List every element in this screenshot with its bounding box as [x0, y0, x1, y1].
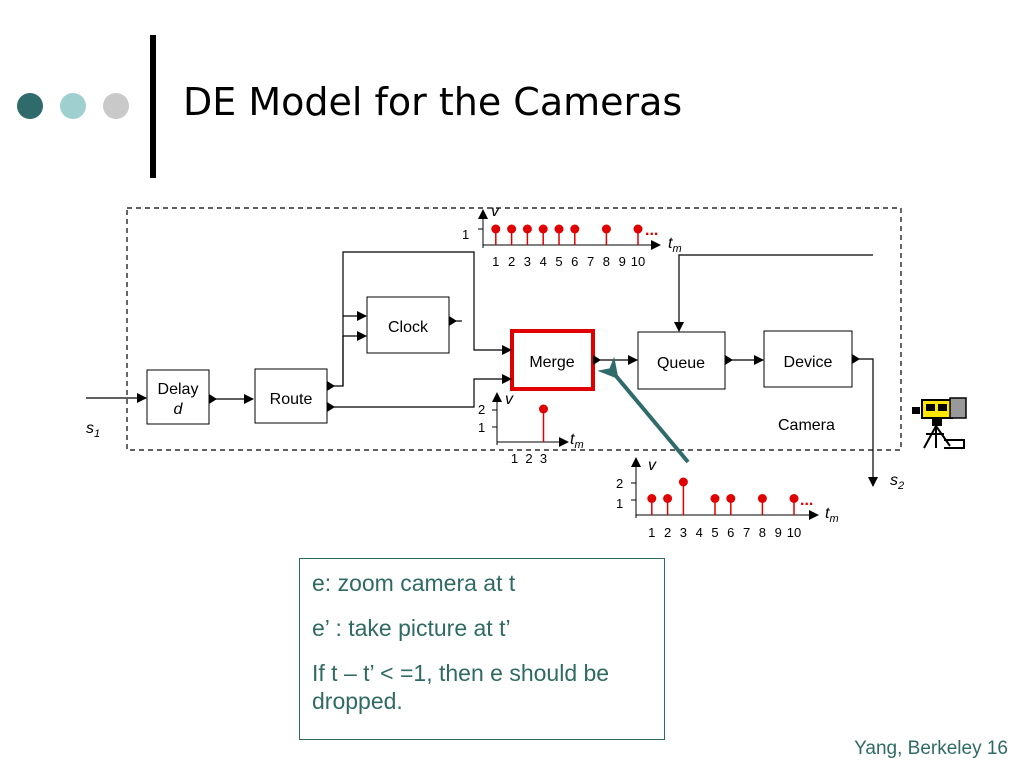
plot_mid-event-point	[539, 404, 548, 414]
merge-pointer-arrow	[597, 356, 690, 464]
annotation-line-2: e’ : take picture at t’	[312, 615, 511, 641]
annotation-line-3: If t – t’ < =1, then e should be dropped…	[312, 660, 610, 714]
plot-mid-t-label: tm	[570, 431, 584, 451]
plot_bottom-x-tick: 2	[664, 525, 671, 540]
plot_top-x-tick: 1	[492, 254, 499, 269]
port-markers	[209, 316, 860, 412]
plot_bottom-event-point	[726, 494, 736, 503]
plot_top-x-tick: 2	[508, 254, 515, 269]
camera-label: Camera	[778, 417, 835, 434]
plot_bottom-x-tick: 6	[727, 525, 734, 540]
plot_top-x-tick: 3	[524, 254, 531, 269]
plot_bottom-event-point	[710, 494, 720, 503]
plot_top-x-tick: 6	[571, 254, 578, 269]
plot-bot-ellipsis: ...	[800, 492, 813, 509]
header-divider	[150, 35, 156, 178]
merge-label: Merge	[529, 354, 574, 371]
plot_top-x-tick: 7	[587, 254, 594, 269]
queue-block: Queue	[637, 331, 726, 390]
plot_top-x-tick: 8	[603, 254, 610, 269]
plot_bottom-x-tick: 8	[759, 525, 766, 540]
device-label: Device	[784, 354, 833, 371]
header-dot-light	[60, 93, 86, 119]
plot_top-x-tick: 5	[555, 254, 562, 269]
delay-param: d	[174, 401, 184, 418]
s2-label: s2	[890, 472, 904, 492]
plot_top-x-tick: 9	[619, 254, 626, 269]
plot_bottom-x-tick: 3	[680, 525, 687, 540]
plot_top-event-point	[491, 224, 501, 234]
device-block: Device	[763, 330, 853, 388]
video-camera-icon	[912, 397, 967, 449]
s1-label: s1	[86, 420, 100, 440]
header-dot-dark	[17, 93, 43, 119]
header-dot-gray	[103, 93, 129, 119]
plot_bottom-event-point	[757, 494, 767, 503]
plot-top-v-label: v	[491, 203, 500, 220]
plot_top-event-point	[538, 224, 548, 234]
plot_bottom-event-point	[663, 494, 673, 503]
camera-boundary	[126, 207, 902, 451]
slide-footer: Yang, Berkeley 16	[854, 738, 1008, 759]
plot-top-y-tick: 1	[462, 227, 469, 242]
clock-block: Clock	[366, 296, 450, 354]
plot-top-t-label: tm	[668, 235, 682, 255]
plot_mid-x-tick: 1	[511, 451, 518, 466]
route-label: Route	[270, 391, 313, 408]
plot_bottom-x-tick: 9	[775, 525, 782, 540]
plot_bottom-event-point	[789, 494, 799, 503]
plot_top-event-point	[601, 224, 611, 234]
plot_top-event-point	[507, 224, 517, 234]
plot_top-event-point	[522, 224, 532, 234]
plot-mid-v-label: v	[505, 391, 514, 408]
plot-bot-v-label: v	[648, 457, 657, 474]
plot_bottom-x-tick: 1	[648, 525, 655, 540]
plot_top-x-tick: 10	[631, 254, 645, 269]
plot_mid-x-tick: 2	[525, 451, 532, 466]
queue-label: Queue	[657, 355, 705, 372]
plot-mid-y-tick-2: 2	[478, 402, 485, 417]
merge-block: Merge	[510, 329, 595, 391]
plot_top-event-point	[554, 224, 564, 234]
plot_bottom-x-tick: 7	[743, 525, 750, 540]
plot-bot-t-label: tm	[825, 505, 839, 525]
plot-top-ellipsis: ...	[645, 222, 658, 239]
clock-label: Clock	[388, 319, 429, 336]
plot_bottom-event-point	[678, 477, 688, 487]
plot_top-x-tick: 4	[540, 254, 547, 269]
plot_bottom-x-tick: 5	[711, 525, 718, 540]
plot_bottom-x-tick: 4	[696, 525, 703, 540]
slide-title: DE Model for the Cameras	[183, 80, 683, 124]
plot-mid-y-tick-1: 1	[478, 420, 485, 435]
plot_top-event-point	[633, 224, 643, 234]
plot_bottom-x-tick: 10	[787, 525, 801, 540]
delay-block: Delay d	[146, 369, 210, 425]
plot_mid-x-tick: 3	[540, 451, 547, 466]
plot-bot-y-tick-1: 1	[616, 496, 623, 511]
plot_top-event-point	[570, 224, 580, 234]
plot-bot-y-tick-2: 2	[616, 476, 623, 491]
annotation-line-1: e: zoom camera at t	[312, 570, 516, 596]
route-block: Route	[254, 368, 328, 424]
plot_bottom-event-point	[647, 494, 657, 503]
delay-label: Delay	[158, 381, 199, 398]
annotation-box: e: zoom camera at t e’ : take picture at…	[299, 558, 665, 740]
connections	[86, 251, 878, 487]
